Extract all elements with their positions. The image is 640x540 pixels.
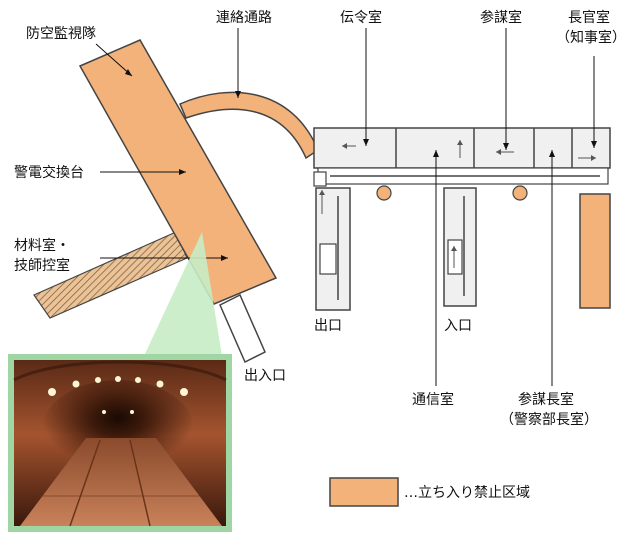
- legend-label: …立ち入り禁止区域: [404, 485, 530, 501]
- restricted-room-right: [579, 193, 611, 309]
- legend: …立ち入り禁止区域: [329, 477, 530, 507]
- legend-swatch: [329, 477, 399, 507]
- right-floor-plan: [313, 127, 611, 311]
- label-police-chief-room: （警察部長室）: [500, 411, 598, 428]
- label-switchboard: 警電交換台: [14, 164, 84, 181]
- label-entrance: 入口: [444, 318, 472, 334]
- photo-callout-wedge: [144, 232, 222, 356]
- circle-marker-right: [512, 185, 528, 201]
- circle-marker-left: [376, 185, 392, 201]
- label-materials-room: 材料室・: [14, 237, 70, 254]
- label-engineer-room: 技師控室: [14, 257, 70, 274]
- label-gate: 出入口: [244, 368, 286, 384]
- side-box: [313, 171, 327, 187]
- label-comms-room: 通信室: [412, 391, 454, 408]
- label-air-defense: 防空監視隊: [26, 25, 96, 42]
- top-rooms-block: [313, 127, 611, 169]
- labels: 防空監視隊 連絡通路 伝令室 参謀室 長官室 （知事室） 警電交換台 材料室・ …: [14, 9, 626, 428]
- label-governor-room: （知事室）: [556, 29, 626, 46]
- tunnel-photo: [8, 354, 232, 532]
- connecting-passage: [179, 91, 319, 160]
- label-exit: 出口: [314, 318, 342, 334]
- label-staff-room: 参謀室: [480, 9, 522, 26]
- label-connecting-passage: 連絡通路: [216, 10, 272, 26]
- label-dispatch-room: 伝令室: [340, 9, 382, 26]
- label-chief-staff-room: 参謀長室: [518, 391, 574, 408]
- gate-corridor: [219, 293, 266, 364]
- label-chief-room: 長官室: [568, 9, 610, 26]
- leader-lines: [95, 28, 597, 386]
- flow-arrows: [319, 140, 596, 268]
